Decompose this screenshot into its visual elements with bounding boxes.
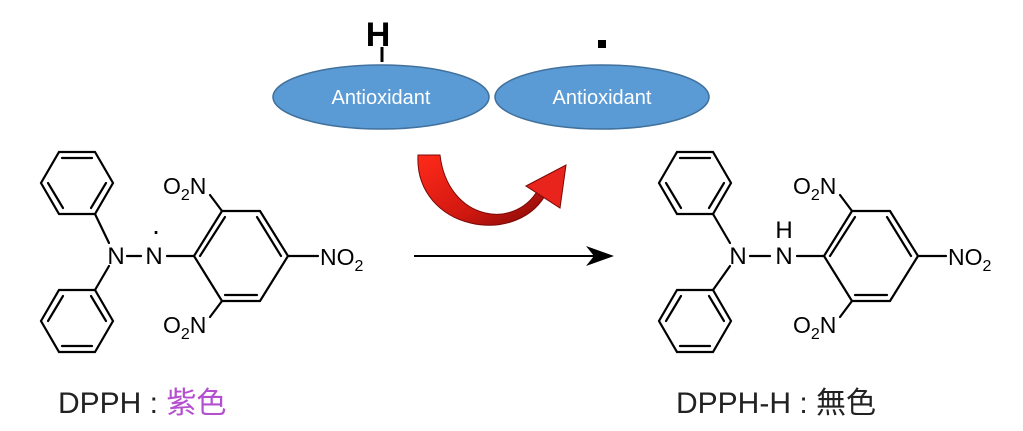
reactant-caption: DPPH : 紫色 <box>58 378 226 422</box>
reactant-name: DPPH : <box>58 387 159 420</box>
picryl-ring <box>192 209 290 303</box>
product-phenyl-ring-top <box>657 150 733 216</box>
phenyl-ring-top <box>39 150 115 216</box>
phenyl-ring-bottom <box>39 288 115 354</box>
radical-dot <box>598 40 606 48</box>
product-caption: DPPH-H : 無色 <box>676 378 876 422</box>
radical-n-label: N <box>145 243 162 270</box>
reactant-color-text: 紫色 <box>166 387 227 420</box>
product-amine-n-label: N <box>729 243 746 270</box>
product-nitro-group-right: NO2 <box>948 244 992 275</box>
svg-text:NO2: NO2 <box>320 244 364 275</box>
product-name: DPPH-H : <box>676 387 808 420</box>
svg-text:O2N: O2N <box>163 312 206 343</box>
antioxidant-ellipse-left <box>272 64 490 130</box>
svg-text:O2N: O2N <box>163 173 206 204</box>
product-phenyl-ring-bottom <box>657 288 733 354</box>
n-radical-dot: · <box>151 215 160 246</box>
product-picryl-ring <box>822 209 920 303</box>
product-nh-n-label: N <box>775 243 792 270</box>
amine-n-label: N <box>107 243 124 270</box>
h-atom-label: H <box>366 16 391 54</box>
svg-text:NO2: NO2 <box>948 244 992 275</box>
dpph-h-molecule: N N H O2N NO2 O2N <box>657 150 992 354</box>
nitro-group-right: NO2 <box>320 244 364 275</box>
dpph-molecule: N N · O2N NO2 O2N <box>39 150 364 354</box>
product-nh-h-label: H <box>775 217 792 244</box>
nitro-group-bottom: O2N <box>163 312 206 343</box>
svg-text:O2N: O2N <box>793 173 836 204</box>
product-nitro-group-top: O2N <box>793 173 836 204</box>
antioxidant-radical-group: Antioxidant <box>494 40 710 130</box>
antioxidant-label-left: Antioxidant <box>332 87 431 109</box>
product-nitro-group-bottom: O2N <box>793 312 836 343</box>
antioxidant-ellipse-right <box>494 64 710 130</box>
red-curved-arrow <box>417 154 567 226</box>
nitro-group-top: O2N <box>163 173 206 204</box>
product-color-text: 無色 <box>816 387 877 420</box>
antioxidant-label-right: Antioxidant <box>553 87 652 109</box>
antioxidant-h-group: H Antioxidant <box>272 16 490 130</box>
svg-text:O2N: O2N <box>793 312 836 343</box>
